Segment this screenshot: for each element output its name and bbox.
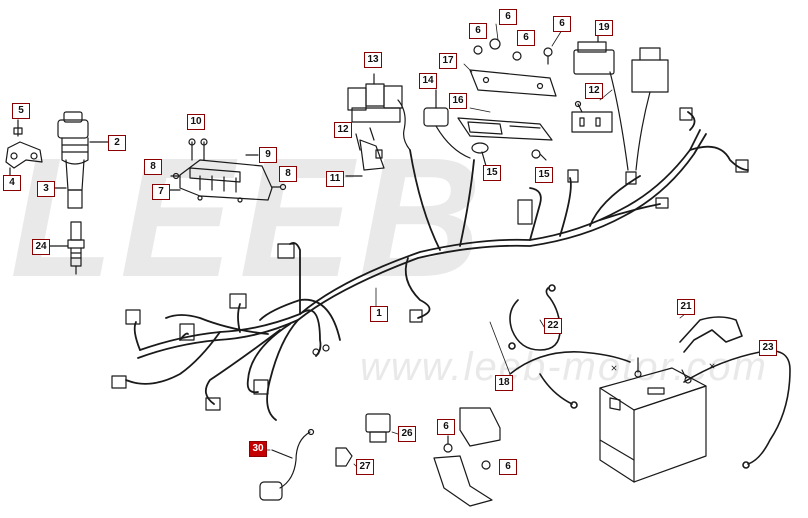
callout-6-top-mid[interactable]: 6 [499, 9, 517, 25]
coil-bracket [5, 119, 43, 177]
callout-14[interactable]: 14 [419, 73, 437, 89]
callout-15-left[interactable]: 15 [483, 165, 501, 181]
callout-6-bottom-left[interactable]: 6 [437, 419, 455, 435]
callout-12-right[interactable]: 12 [585, 83, 603, 99]
callout-8-left[interactable]: 8 [144, 159, 162, 175]
callout-27[interactable]: 27 [356, 459, 374, 475]
lead-30 [259, 428, 315, 501]
callout-22[interactable]: 22 [544, 318, 562, 334]
regulator-module [165, 138, 287, 203]
callout-2[interactable]: 2 [108, 135, 126, 151]
callout-17[interactable]: 17 [439, 53, 457, 69]
main-harness [125, 111, 749, 421]
callout-8-right[interactable]: 8 [279, 166, 297, 182]
callout-6-top-left[interactable]: 6 [469, 23, 487, 39]
callout-3[interactable]: 3 [37, 181, 55, 197]
callout-10[interactable]: 10 [187, 114, 205, 130]
callout-23[interactable]: 23 [759, 340, 777, 356]
callout-1[interactable]: 1 [370, 306, 388, 322]
callout-12-left[interactable]: 12 [334, 122, 352, 138]
callout-16[interactable]: 16 [449, 93, 467, 109]
callout-24[interactable]: 24 [32, 239, 50, 255]
mounting-plate [457, 38, 557, 161]
callout-26[interactable]: 26 [398, 426, 416, 442]
callout-6-bottom-right[interactable]: 6 [499, 459, 517, 475]
callout-7[interactable]: 7 [152, 184, 170, 200]
small-switch [335, 407, 501, 507]
battery [599, 357, 707, 483]
callout-11[interactable]: 11 [326, 171, 344, 187]
battery-cables [508, 284, 791, 469]
callout-15-right[interactable]: 15 [535, 167, 553, 183]
ignition-coil [39, 111, 109, 209]
callout-6-top-right[interactable]: 6 [517, 30, 535, 46]
spark-plug [49, 221, 85, 275]
harness-connectors [111, 107, 749, 411]
callout-21[interactable]: 21 [677, 299, 695, 315]
relay [571, 29, 669, 171]
callout-30-highlighted[interactable]: 30 [249, 441, 267, 457]
callout-5[interactable]: 5 [12, 103, 30, 119]
callout-13[interactable]: 13 [364, 52, 382, 68]
callout-6-top-far[interactable]: 6 [553, 16, 571, 32]
callout-19[interactable]: 19 [595, 20, 613, 36]
callout-9[interactable]: 9 [259, 147, 277, 163]
sensor [423, 89, 489, 167]
dimension-marks [611, 363, 715, 371]
callout-4[interactable]: 4 [3, 175, 21, 191]
callout-18[interactable]: 18 [495, 375, 513, 391]
relay-block [345, 73, 411, 177]
